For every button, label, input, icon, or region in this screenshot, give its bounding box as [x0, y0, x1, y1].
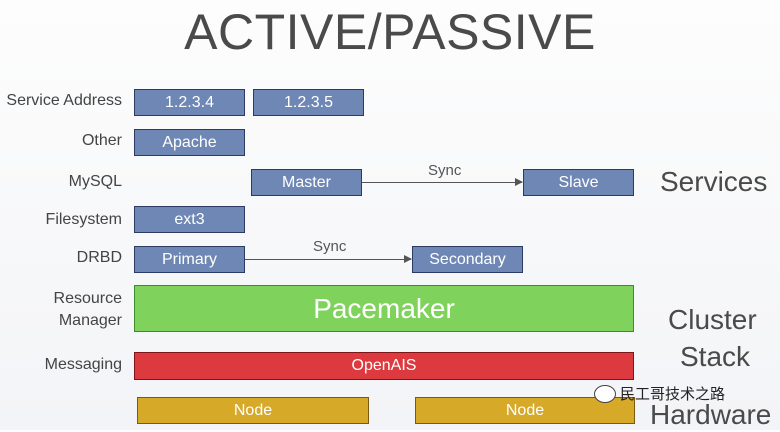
watermark: 民工哥技术之路 [594, 383, 725, 404]
apache-text: Apache [162, 133, 217, 151]
label-other: Other [81, 132, 122, 149]
drbd-sync-arrow [245, 255, 412, 263]
mysql-sync-label: Sync [428, 162, 462, 179]
slave-text: Slave [558, 173, 599, 191]
label-filesystem: Filesystem [45, 211, 122, 228]
node-box-1: Node [137, 397, 369, 424]
ip-1-text: 1.2.3.4 [165, 93, 214, 111]
mysql-slave-box: Slave [523, 169, 634, 196]
ext3-text: ext3 [174, 210, 205, 228]
drbd-sync-label: Sync [313, 238, 347, 255]
label-messaging: Messaging [44, 356, 122, 373]
drbd-secondary-box: Secondary [412, 246, 523, 273]
label-resource: Resource [53, 290, 122, 307]
side-label-services: Services [660, 166, 768, 197]
ip-2-text: 1.2.3.5 [284, 93, 333, 111]
label-drbd: DRBD [76, 249, 122, 266]
slide-title: ACTIVE/PASSIVE [184, 4, 596, 60]
watermark-text: 民工哥技术之路 [620, 385, 726, 403]
master-text: Master [282, 173, 331, 191]
side-label-cluster: Cluster [668, 304, 757, 335]
openais-text: OpenAIS [351, 357, 417, 374]
ip-box-1: 1.2.3.4 [134, 89, 245, 116]
mysql-sync-arrow [362, 178, 523, 186]
wechat-icon [594, 384, 616, 403]
label-service-address: Service Address [6, 92, 122, 109]
node-1-text: Node [233, 401, 273, 419]
side-label-stack: Stack [680, 341, 751, 372]
node-2-text: Node [505, 401, 545, 419]
ext3-box: ext3 [134, 206, 245, 233]
label-manager: Manager [58, 312, 122, 329]
primary-text: Primary [161, 250, 218, 268]
openais-box: OpenAIS [134, 352, 634, 380]
mysql-master-box: Master [251, 169, 362, 196]
secondary-text: Secondary [429, 250, 506, 268]
pacemaker-text: Pacemaker [313, 292, 455, 324]
side-label-hardware: Hardware [650, 399, 772, 430]
drbd-primary-box: Primary [134, 246, 245, 273]
ip-box-2: 1.2.3.5 [253, 89, 364, 116]
label-mysql: MySQL [68, 173, 122, 190]
apache-box: Apache [134, 129, 245, 156]
pacemaker-box: Pacemaker [134, 285, 634, 332]
